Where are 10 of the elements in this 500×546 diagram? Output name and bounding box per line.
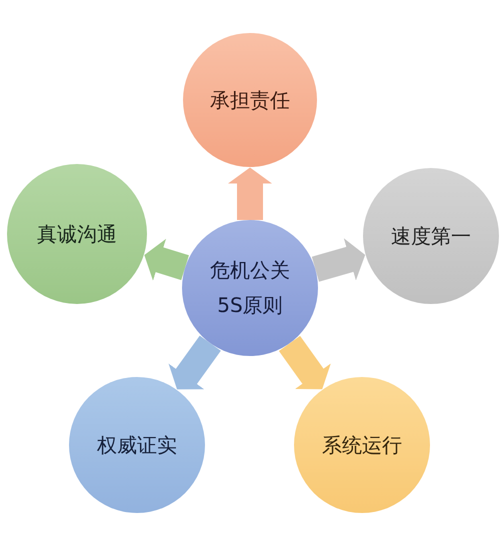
- circle-label: 速度第一: [391, 222, 471, 250]
- circle-label: 权威证实: [97, 432, 177, 458]
- circle-label: 危机公关5S原则: [209, 257, 291, 319]
- block-arrow: [312, 238, 366, 282]
- block-arrow: [168, 336, 221, 390]
- circle-label: 真诚沟通: [37, 220, 117, 248]
- block-arrow: [228, 168, 272, 220]
- block-arrow: [144, 238, 189, 281]
- circle-label: 承担责任: [210, 86, 290, 114]
- circle-label: 系统运行: [322, 432, 402, 458]
